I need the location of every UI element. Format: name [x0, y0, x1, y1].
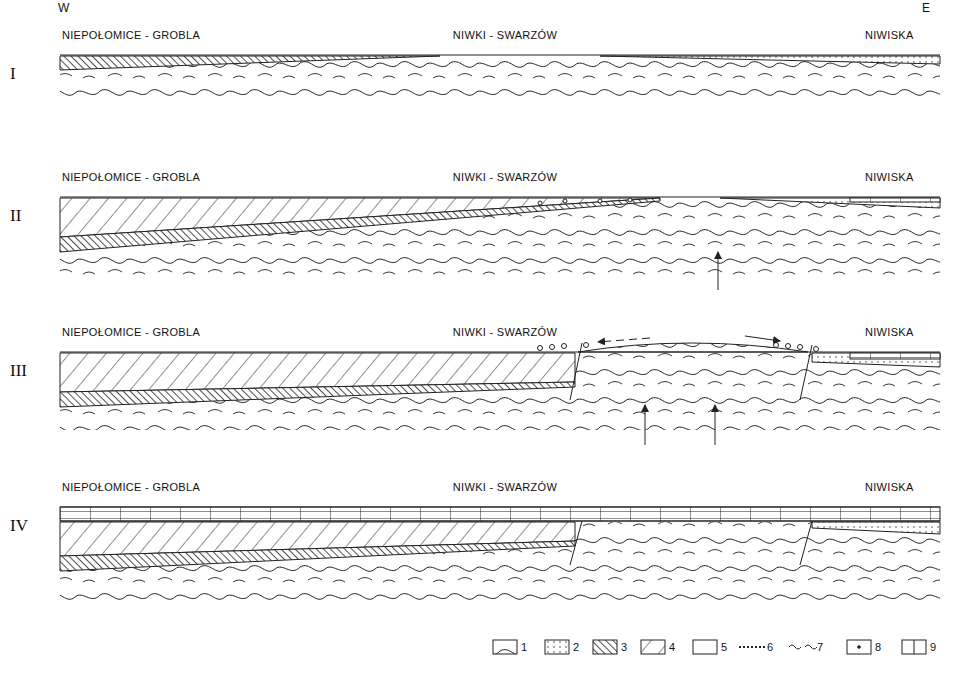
- stage-numeral: III: [10, 362, 27, 379]
- place-name: NIWISKA: [865, 482, 914, 493]
- place-name: NIEPOŁOMICE - GROBLA: [62, 172, 200, 183]
- legend-number: 3: [621, 642, 627, 653]
- place-name: NIWKI - SWARZÓW: [453, 327, 557, 338]
- legend-number: 8: [875, 642, 881, 653]
- direction-letter: W: [58, 2, 69, 14]
- legend-number: 9: [930, 642, 936, 653]
- place-name: NIEPOŁOMICE - GROBLA: [62, 30, 200, 41]
- place-name: NIEPOŁOMICE - GROBLA: [62, 482, 200, 493]
- place-name: NIWKI - SWARZÓW: [453, 30, 557, 41]
- stage-numeral: IV: [10, 517, 28, 534]
- stage-numeral: I: [10, 65, 16, 82]
- legend-number: 6: [767, 642, 773, 653]
- place-name: NIWKI - SWARZÓW: [453, 482, 557, 493]
- legend-number: 7: [817, 642, 823, 653]
- legend-number: 1: [521, 642, 527, 653]
- place-name: NIEPOŁOMICE - GROBLA: [62, 327, 200, 338]
- place-name: NIWKI - SWARZÓW: [453, 172, 557, 183]
- legend-number: 5: [721, 642, 727, 653]
- legend-number: 2: [573, 642, 579, 653]
- place-name: NIWISKA: [865, 30, 914, 41]
- stage-numeral: II: [10, 207, 21, 224]
- legend-number: 4: [669, 642, 675, 653]
- place-name: NIWISKA: [865, 327, 914, 338]
- direction-letter: E: [922, 2, 930, 14]
- place-name: NIWISKA: [865, 172, 914, 183]
